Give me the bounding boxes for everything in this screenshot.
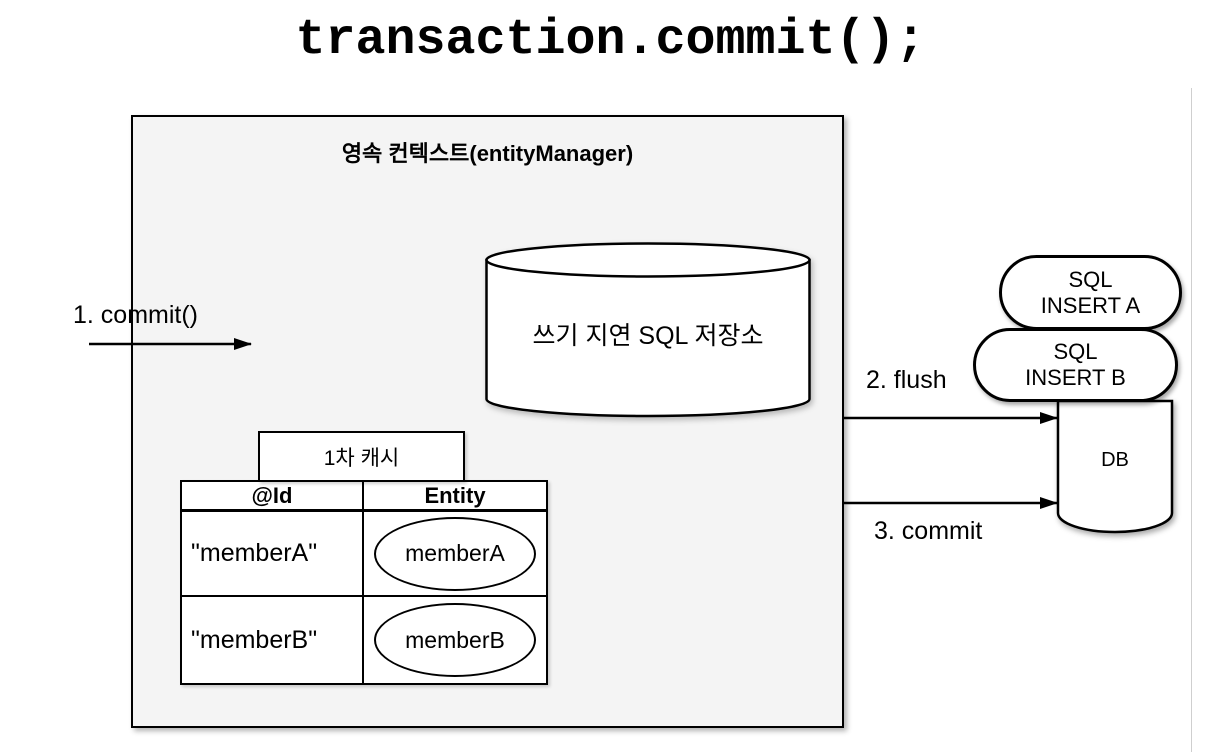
memberB-entity-ellipse: memberB: [374, 603, 536, 677]
table-row-memberB-id: "memberB": [182, 597, 364, 683]
sql-insert-a-line2: INSERT A: [1040, 292, 1141, 318]
sql-store-cylinder: 쓰기 지연 SQL 저장소: [485, 242, 811, 418]
table-header-id: @Id: [182, 482, 364, 512]
sql-insert-a-line1: SQL: [1068, 266, 1113, 292]
sql-insert-b-pill: SQL INSERT B: [973, 328, 1178, 402]
first-level-cache-labelbox: 1차 캐시: [258, 431, 465, 482]
db-body: [1056, 399, 1174, 534]
cylinder-body: [485, 258, 811, 418]
slide-edge-line: [1191, 88, 1192, 752]
memberA-entity-ellipse: memberA: [374, 516, 536, 591]
table-row-memberB-entity: memberB: [364, 597, 546, 683]
table-row-memberA-entity: memberA: [364, 512, 546, 597]
db-cylinder: DB: [1056, 399, 1174, 534]
cache-table: @Id Entity "memberA" memberA "memberB" m…: [180, 480, 548, 685]
memberB-entity-label: memberB: [405, 626, 505, 653]
cylinder-top: [485, 242, 811, 278]
step1-commit-label: 1. commit(): [73, 301, 198, 329]
sql-insert-b-line1: SQL: [1053, 339, 1098, 365]
db-label: DB: [1101, 449, 1129, 471]
persistence-context-title: 영속 컨텍스트(entityManager): [341, 141, 634, 166]
diagram-title: transaction.commit();: [295, 12, 926, 69]
sql-insert-b-line2: INSERT B: [1025, 365, 1126, 390]
first-level-cache-label: 1차 캐시: [323, 446, 400, 470]
sql-insert-a-pill: SQL INSERT A: [999, 255, 1182, 330]
table-header-entity: Entity: [364, 482, 546, 512]
table-row-memberA-id: "memberA": [182, 512, 364, 597]
sql-store-label: 쓰기 지연 SQL 저장소: [533, 322, 764, 350]
memberA-entity-label: memberA: [405, 540, 505, 566]
step3-commit-label: 3. commit: [874, 517, 983, 545]
step2-flush-label: 2. flush: [866, 366, 947, 394]
